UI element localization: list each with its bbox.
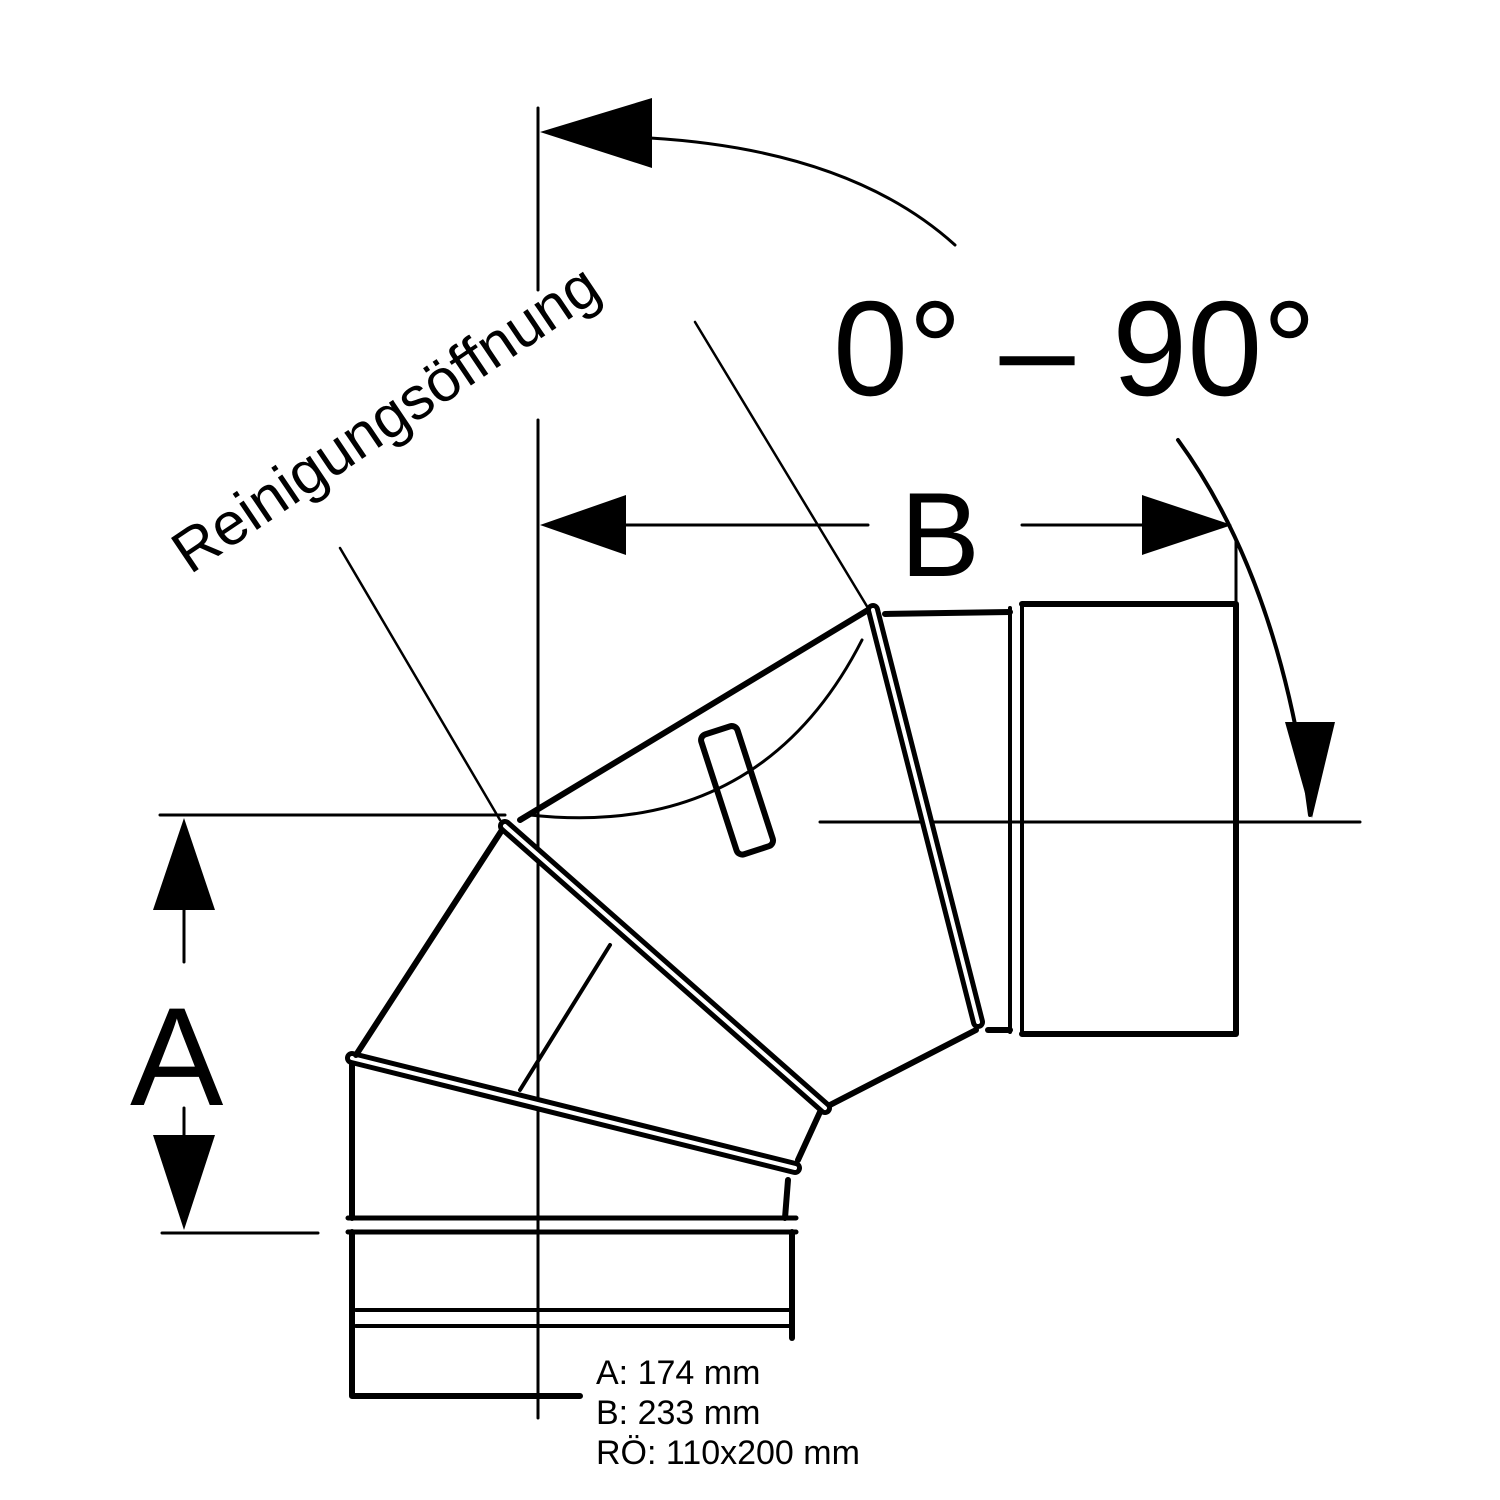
elbow-pipe bbox=[345, 601, 1239, 1399]
angle-indicator bbox=[540, 98, 1335, 818]
dimension-b-label: B bbox=[900, 468, 980, 602]
a-arrowhead-down bbox=[153, 1135, 215, 1230]
angle-arrowhead-left bbox=[540, 98, 652, 168]
angle-label: 0° – 90° bbox=[833, 273, 1316, 424]
spec-ro: RÖ: 110x200 mm bbox=[596, 1434, 860, 1472]
cleaning-opening-handle bbox=[698, 723, 777, 858]
bottom-sleeve bbox=[349, 1229, 583, 1399]
b-arrowhead-left bbox=[540, 495, 626, 555]
b-arrowhead-right bbox=[1142, 495, 1232, 555]
leader-lines bbox=[338, 320, 870, 822]
spec-a: A: 174 mm bbox=[596, 1354, 761, 1392]
spec-b: B: 233 mm bbox=[596, 1394, 761, 1432]
reference-lines bbox=[158, 106, 1362, 1420]
dimension-a-label: A bbox=[130, 978, 224, 1135]
a-arrowhead-up bbox=[153, 818, 215, 910]
angle-arrowhead-down bbox=[1285, 722, 1335, 818]
dimension-a bbox=[153, 818, 215, 1230]
dimension-b bbox=[540, 495, 1232, 555]
top-sleeve bbox=[1019, 601, 1239, 1037]
cleaning-opening-label: Reinigungsöffnung bbox=[160, 251, 611, 586]
